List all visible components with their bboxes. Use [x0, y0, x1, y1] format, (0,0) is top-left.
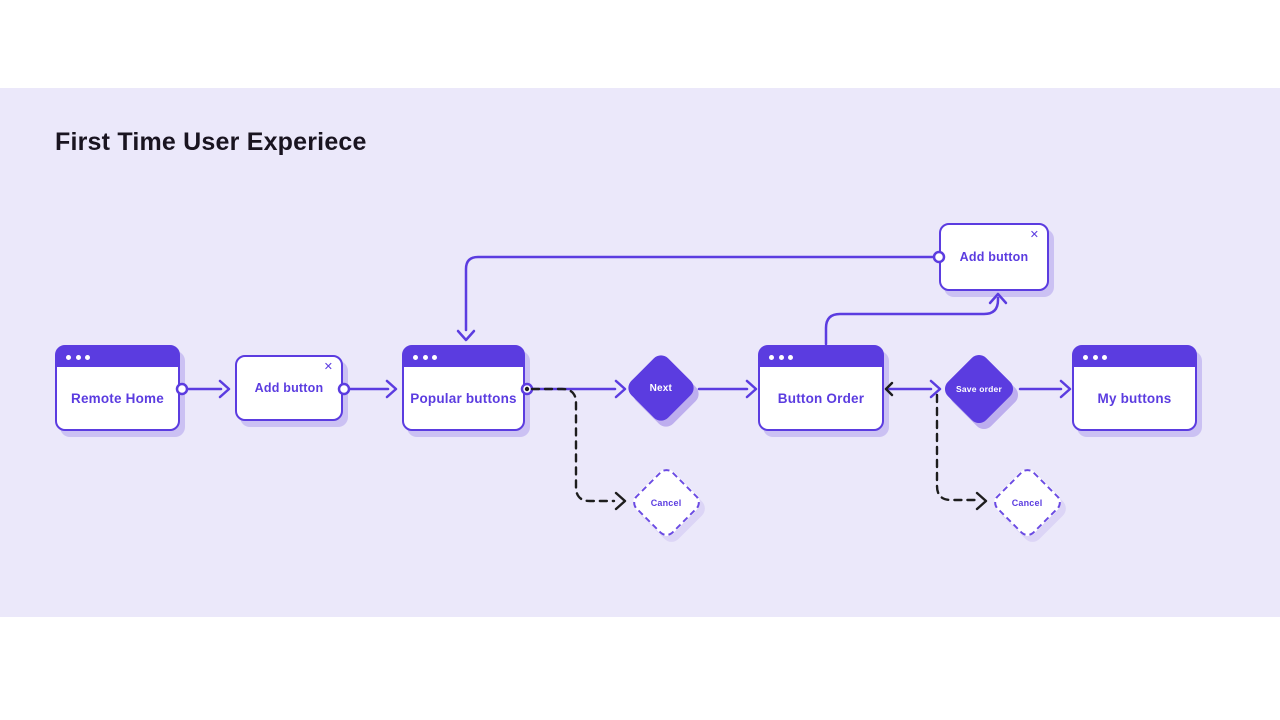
- node-add-button-modal[interactable]: ✕ Add button: [235, 355, 343, 421]
- node-button-order[interactable]: Button Order: [758, 345, 884, 431]
- page-title: First Time User Experiece: [55, 128, 367, 156]
- window-dot-icon: [422, 354, 428, 360]
- node-label: Button Order: [777, 390, 865, 406]
- node-label: Save order: [956, 383, 1002, 394]
- node-label: Remote Home: [71, 390, 164, 406]
- window-dot-icon: [778, 354, 784, 360]
- node-popular-buttons[interactable]: Popular buttons: [402, 345, 525, 431]
- window-dot-icon: [75, 354, 81, 360]
- node-remote-home[interactable]: Remote Home: [55, 345, 180, 431]
- window-dot-icon: [1092, 354, 1098, 360]
- node-label: Cancel: [1012, 497, 1043, 508]
- close-icon[interactable]: ✕: [1029, 229, 1039, 241]
- node-label: My buttons: [1097, 390, 1172, 406]
- window-dot-icon: [66, 354, 71, 360]
- browser-header: [404, 347, 523, 367]
- node-add-button-modal-top[interactable]: ✕ Add button: [939, 223, 1049, 291]
- window-dot-icon: [788, 354, 793, 360]
- node-label: Popular buttons: [410, 390, 517, 406]
- window-dot-icon: [1083, 354, 1088, 360]
- node-my-buttons[interactable]: My buttons: [1072, 345, 1197, 431]
- browser-header: [760, 347, 882, 367]
- diagram-background: [0, 88, 1280, 617]
- browser-body: Popular buttons: [404, 367, 523, 429]
- window-dot-icon: [85, 354, 90, 360]
- browser-header: [57, 347, 178, 367]
- window-dot-icon: [432, 354, 437, 360]
- browser-body: Remote Home: [57, 367, 178, 429]
- node-label: Add button: [254, 381, 324, 395]
- browser-header: [1074, 347, 1195, 367]
- window-dot-icon: [769, 354, 774, 360]
- node-label: Cancel: [651, 497, 682, 508]
- close-icon[interactable]: ✕: [323, 361, 333, 373]
- window-dot-icon: [1102, 354, 1107, 360]
- window-dot-icon: [413, 354, 418, 360]
- browser-body: Button Order: [760, 367, 882, 429]
- node-label: Next: [649, 382, 673, 394]
- node-label: Add button: [959, 250, 1029, 264]
- browser-body: My buttons: [1074, 367, 1195, 429]
